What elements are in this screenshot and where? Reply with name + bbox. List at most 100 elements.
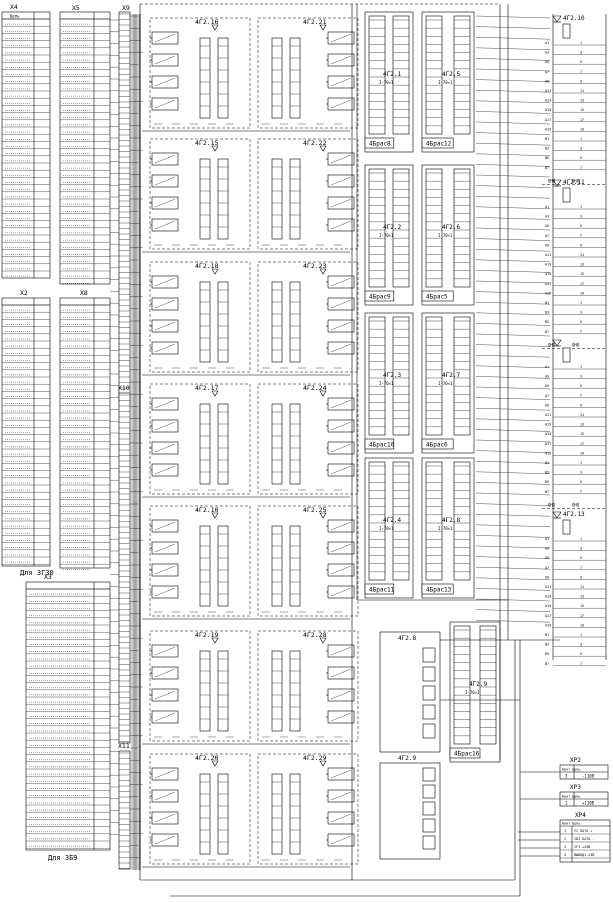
right-pin-number: 7 bbox=[580, 234, 582, 238]
right-pin-label: А9 bbox=[545, 79, 549, 83]
relay-block-outline bbox=[257, 383, 359, 495]
right-pin-label: В1 bbox=[545, 461, 549, 465]
right-pin-number: 15 bbox=[580, 604, 584, 608]
contact-column bbox=[289, 650, 301, 732]
relay-diagonal bbox=[330, 277, 352, 287]
module-pins-right bbox=[453, 461, 471, 581]
right-pin-label: А19 bbox=[545, 451, 551, 455]
bus-line bbox=[475, 153, 551, 156]
right-pin-label: А13 bbox=[545, 595, 551, 599]
diode-icon bbox=[552, 339, 562, 347]
module-bras-box bbox=[421, 137, 454, 149]
relay-block-outline bbox=[257, 630, 359, 742]
right-pin-label: А7 bbox=[545, 234, 549, 238]
resistor bbox=[562, 187, 571, 203]
right-pin-label: А7 bbox=[545, 566, 549, 570]
bus-line bbox=[475, 429, 551, 432]
bus-line bbox=[475, 259, 551, 262]
bus-line bbox=[475, 227, 551, 231]
right-pin-label: А5 bbox=[545, 224, 549, 228]
contact-column bbox=[199, 525, 211, 607]
relay-block-label: 4Г2.23 bbox=[303, 262, 327, 270]
relay-diagonal bbox=[330, 55, 352, 65]
module-bras-label: 4Брас9 bbox=[369, 294, 391, 301]
module-pins-left bbox=[453, 625, 471, 745]
relay-diagonal bbox=[330, 399, 352, 409]
module-pins-right bbox=[392, 316, 410, 436]
right-pin-label: В3 bbox=[545, 311, 549, 315]
right-pin-number: 7 bbox=[580, 394, 582, 398]
contact-box bbox=[422, 704, 436, 720]
right-pin-number: 11 bbox=[580, 253, 584, 257]
relay-diagonal bbox=[154, 33, 176, 43]
bus-line bbox=[475, 588, 551, 591]
right-pin-label: В3 bbox=[545, 147, 549, 151]
relay-diagonal bbox=[154, 77, 176, 87]
module-chip: I-70«1 bbox=[438, 526, 453, 531]
right-pin-number: 19 bbox=[580, 623, 584, 627]
module-bras-box bbox=[421, 290, 454, 302]
xp4-chain: IDI DATA - bbox=[574, 837, 594, 841]
relay-diagonal bbox=[330, 33, 352, 43]
right-pin-label: В1 bbox=[545, 301, 549, 305]
right-pin-number: 17 bbox=[580, 442, 584, 446]
xp3-chain: +110В bbox=[582, 801, 595, 806]
xp4-contact: 1 bbox=[564, 829, 566, 833]
bus-line bbox=[475, 556, 551, 559]
bus-line bbox=[475, 323, 551, 326]
right-pin-label: А15 bbox=[545, 108, 551, 112]
right-pin-label: А1 bbox=[545, 205, 549, 209]
module-pins-left bbox=[368, 461, 386, 581]
gnd-label: ОНО bbox=[548, 178, 556, 183]
relay-diagonal bbox=[154, 521, 176, 531]
relay-diagonal bbox=[154, 835, 176, 845]
right-pin-label: В5 bbox=[545, 480, 549, 484]
connector-label-x11: X11 bbox=[118, 742, 130, 750]
relay-diagonal bbox=[330, 99, 352, 109]
xp4-contact: 3 bbox=[564, 845, 566, 849]
right-pin-number: 3 bbox=[580, 311, 582, 315]
right-pin-label: А13 bbox=[545, 263, 551, 267]
module-chip: I-70«1 bbox=[379, 80, 394, 85]
diode-icon bbox=[319, 145, 327, 152]
relay-diagonal bbox=[154, 421, 176, 431]
relay-diagonal bbox=[154, 646, 176, 656]
right-pin-label: А7 bbox=[545, 70, 549, 74]
relay-diagonal bbox=[330, 543, 352, 553]
bus-line bbox=[475, 185, 551, 188]
module-pins-left bbox=[425, 316, 443, 436]
module-bras-label: 4Брас8 bbox=[369, 141, 391, 148]
right-pin-number: 1 bbox=[580, 205, 582, 209]
relay-diagonal bbox=[154, 565, 176, 575]
bus-line bbox=[475, 598, 551, 602]
right-pin-number: 19 bbox=[580, 451, 584, 455]
contact-column bbox=[217, 158, 229, 240]
relay-diagonal bbox=[154, 791, 176, 801]
right-pin-label: А13 bbox=[545, 99, 551, 103]
bus-line bbox=[475, 609, 551, 612]
right-pin-number: 7 bbox=[580, 662, 582, 666]
relay-block: 4Г2.21 bbox=[257, 17, 359, 129]
contact-column bbox=[289, 403, 301, 485]
right-pin-label: А11 bbox=[545, 89, 551, 93]
relay-diagonal bbox=[330, 521, 352, 531]
right-pin-number: 7 bbox=[580, 490, 582, 494]
right-pin-number: 17 bbox=[580, 118, 584, 122]
module-bras-box bbox=[421, 583, 454, 595]
xp4-contact: 2 bbox=[564, 837, 566, 841]
module-bras-label: 4Брас16 bbox=[454, 751, 480, 758]
connector-table-x2: X2 bbox=[1, 289, 51, 567]
relay-diagonal bbox=[330, 565, 352, 575]
bus-line bbox=[475, 439, 551, 443]
bus-line bbox=[475, 333, 551, 337]
relay-block-outline bbox=[149, 630, 251, 742]
right-pin-number: 11 bbox=[580, 585, 584, 589]
right-pin-number: 7 bbox=[580, 330, 582, 334]
right-pin-number: 5 bbox=[580, 320, 582, 324]
relay-block: 4Г2.10 bbox=[149, 505, 251, 617]
contact-box bbox=[422, 835, 436, 850]
